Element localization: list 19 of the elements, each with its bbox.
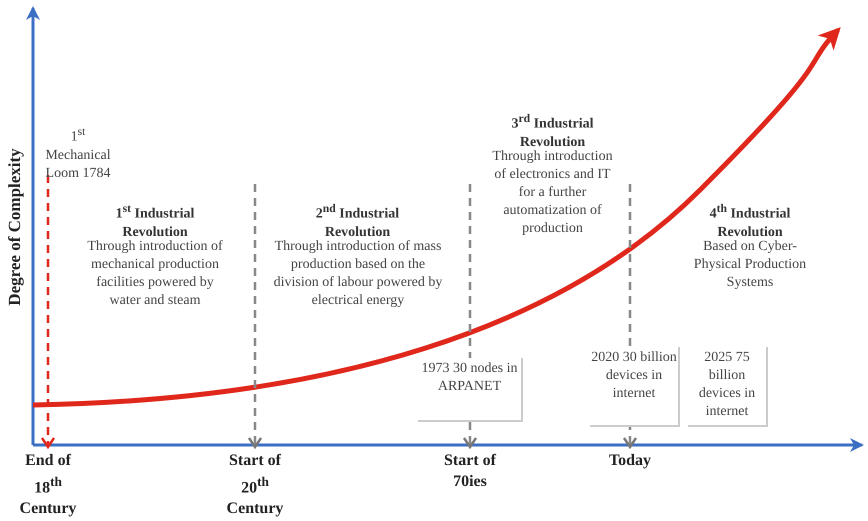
axis-title: Degree of Complexity	[6, 147, 24, 307]
revolution-description: Based on Cyber-Physical Production Systems	[692, 238, 808, 292]
revolution-description: Through introduction of mechanical production facilities powered by water and steam	[86, 238, 224, 310]
axis-label: End of 18$^{th}$ Century	[13, 450, 83, 520]
dashed-arrow	[40, 175, 56, 448]
revolution-heading: 3$^{rd}$ Industrial Revolution	[510, 111, 595, 150]
annotation-text: 1$^{st}$ Mechanical Loom 1784	[43, 123, 113, 183]
revolution-heading: 1$^{st}$ Industrial Revolution	[114, 201, 196, 240]
revolution-description: Through introduction of mass production based on the division of labour powered by electrical energy	[272, 238, 444, 310]
callout-box: 1973 30 nodes in ARPANET	[418, 358, 523, 422]
axis-label: Today	[595, 450, 665, 471]
axis-label: Start of 20$^{th}$ Century	[220, 450, 290, 520]
revolution-heading: 2$^{nd}$ Industrial Revolution	[314, 201, 400, 240]
axis-label: Start of 70ies	[440, 450, 500, 492]
callout-box: 2020 30 billion devices in internet	[590, 347, 680, 427]
dashed-arrow	[248, 184, 262, 448]
callout-box: 2025 75 billion devices in internet	[688, 347, 768, 427]
revolution-description: Through introduction of electronics and IT for a further automatization of production	[491, 148, 614, 238]
revolution-heading: 4$^{th}$ Industrial Revolution	[708, 201, 792, 240]
